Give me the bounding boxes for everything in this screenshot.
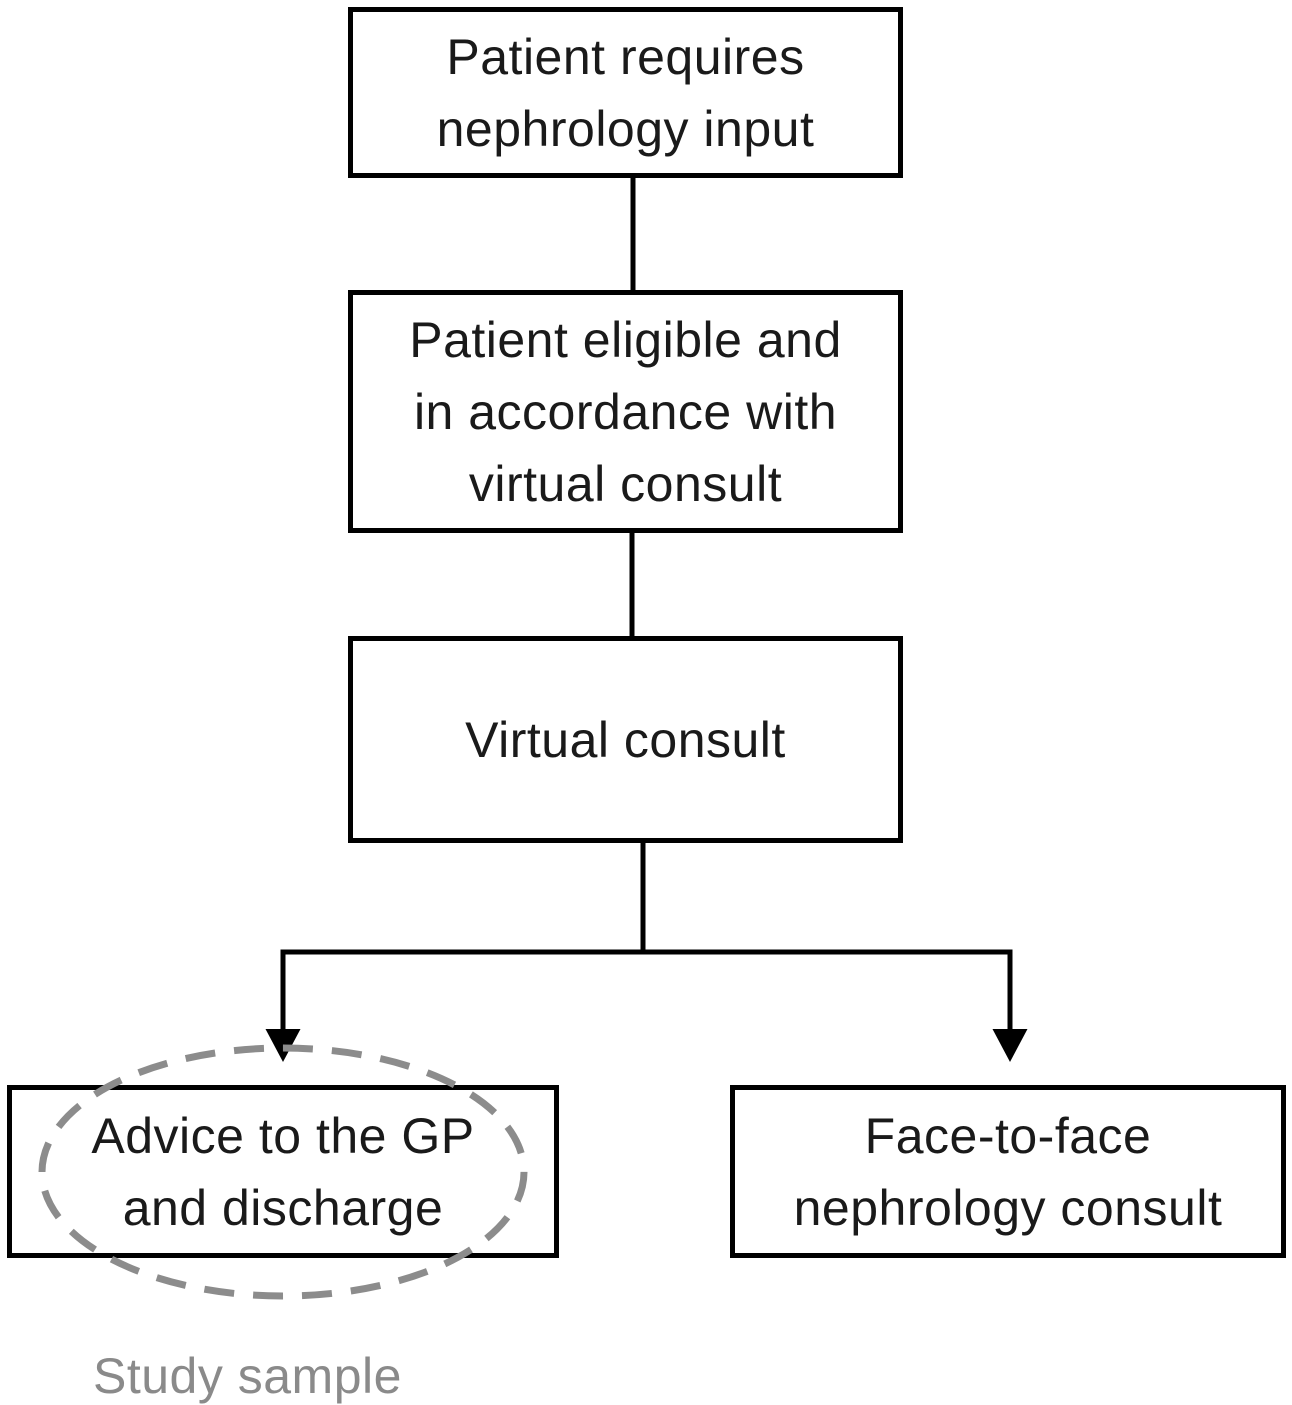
arrowhead-left-icon: [265, 1029, 301, 1062]
node-text-line: and discharge: [122, 1179, 444, 1236]
arrowhead-right-icon: [992, 1029, 1028, 1062]
node-patient-eligible-virtual-consult: Patient eligible and in accordance with …: [348, 290, 903, 533]
node-text-line: nephrology consult: [793, 1179, 1223, 1236]
node-text-line: nephrology input: [436, 100, 815, 157]
node-advice-gp-discharge: Advice to the GP and discharge: [7, 1085, 559, 1258]
node-text-line: virtual consult: [468, 455, 783, 512]
study-sample-label: Study sample: [93, 1348, 402, 1404]
node-patient-requires-nephrology-input: Patient requires nephrology input: [348, 7, 903, 178]
node-text-line: Advice to the GP: [91, 1107, 475, 1164]
node-face-to-face-nephrology-consult: Face-to-face nephrology consult: [730, 1085, 1286, 1258]
node-text-line: Patient eligible and: [409, 311, 842, 368]
node-text-line: in accordance with: [413, 383, 838, 440]
node-text-line: Patient requires: [446, 28, 805, 85]
node-text-line: Face-to-face: [864, 1107, 1152, 1164]
node-virtual-consult: Virtual consult: [348, 636, 903, 843]
node-text-line: Virtual consult: [465, 711, 786, 768]
